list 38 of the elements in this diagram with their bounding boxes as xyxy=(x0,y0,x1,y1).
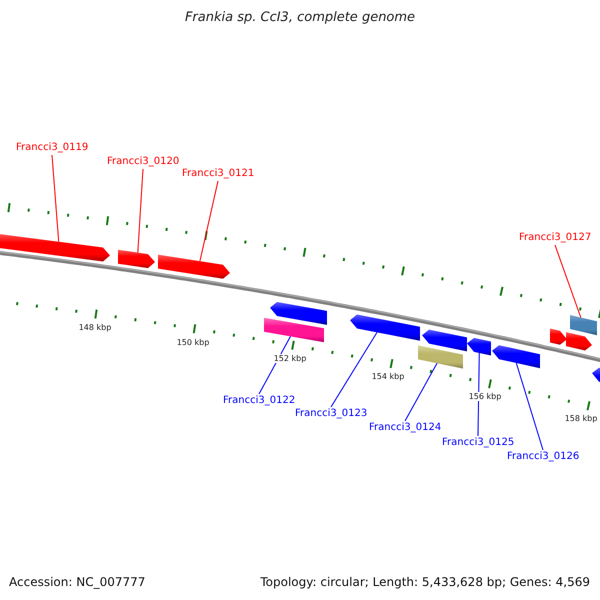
leader-line xyxy=(554,244,582,318)
scale-label: 150 kbp xyxy=(176,338,210,347)
gene-feature xyxy=(570,315,597,336)
gene-label: Francci3_0127 xyxy=(519,232,592,244)
gene-label: Francci3_0124 xyxy=(369,422,442,434)
gene-feature xyxy=(467,338,491,356)
leader-line xyxy=(516,362,544,450)
gene-label: Francci3_0120 xyxy=(107,156,180,168)
gene-label: Francci3_0123 xyxy=(295,408,368,420)
gene-feature xyxy=(270,302,327,325)
leader-line xyxy=(478,352,480,436)
gene-feature xyxy=(418,345,463,369)
gene-feature xyxy=(0,232,110,262)
diagram-title: Frankia sp. CcI3, complete genome xyxy=(184,10,416,25)
leader-line xyxy=(52,154,60,242)
gene-label: Francci3_0125 xyxy=(442,437,514,449)
leader-line xyxy=(330,332,378,408)
gene-feature xyxy=(566,332,592,350)
footer-note: Accession: NC_007777 xyxy=(9,575,146,589)
leader-line xyxy=(404,362,438,422)
gene-label: Francci3_0126 xyxy=(507,451,580,463)
leader-line xyxy=(199,180,218,262)
gene-label: Francci3_0121 xyxy=(182,168,254,180)
scale-label: 156 kbp xyxy=(468,392,502,402)
gene-label: Francci3_0119 xyxy=(16,142,88,154)
gene-label: Francci3_0122 xyxy=(223,395,296,407)
leader-line xyxy=(137,168,144,254)
scale-label: 158 kbp xyxy=(564,414,598,423)
gene-feature xyxy=(264,318,324,342)
scale-label: 152 kbp xyxy=(274,354,306,364)
scale-label: 154 kbp xyxy=(372,372,404,382)
gene-feature xyxy=(350,314,420,341)
gene-feature xyxy=(158,254,230,279)
scale-label: 148 kbp xyxy=(78,323,112,332)
footer-note: Topology: circular; Length: 5,433,628 bp; Genes: 4,569 xyxy=(260,575,590,589)
gene-feature xyxy=(492,345,540,368)
gene-feature xyxy=(550,328,567,345)
gene-feature xyxy=(118,250,155,268)
